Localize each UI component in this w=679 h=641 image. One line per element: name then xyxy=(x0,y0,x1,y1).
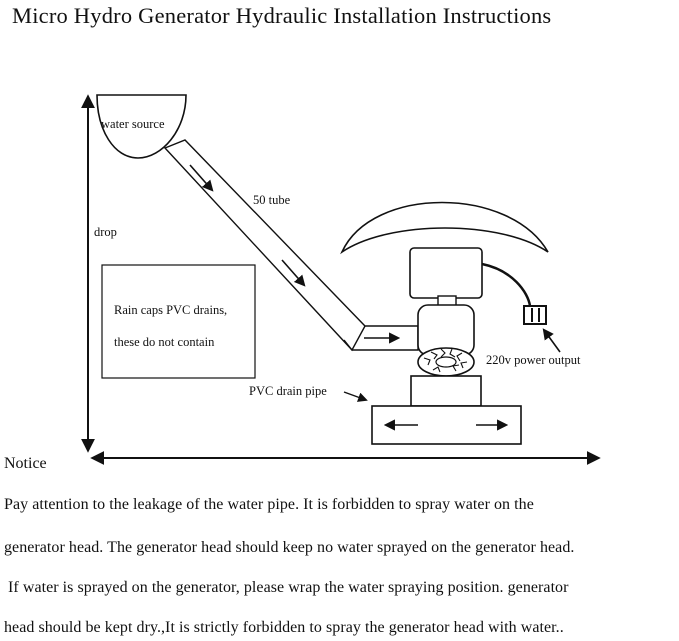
rain-caps-note-line-2: these do not contain xyxy=(114,335,215,349)
notice-line-1: Pay attention to the leakage of the wate… xyxy=(4,496,534,513)
flow-arrow-1 xyxy=(189,164,214,192)
drain-pipe-label: PVC drain pipe xyxy=(249,384,327,398)
power-plug xyxy=(523,305,547,325)
tube-pipe-end xyxy=(343,325,366,352)
rain-caps-note-line-1: Rain caps PVC drains, xyxy=(114,303,228,317)
flow-arrow-2 xyxy=(281,259,306,287)
rain-cap xyxy=(340,201,549,255)
rain-caps-note-box xyxy=(101,264,256,379)
water-source-bowl xyxy=(96,94,187,159)
power-cord xyxy=(481,262,532,307)
power-output-pointer xyxy=(542,328,561,353)
page-title: Micro Hydro Generator Hydraulic Installa… xyxy=(12,3,552,28)
power-output-label: 220v power output xyxy=(486,353,581,367)
drain-pipe-pointer xyxy=(343,391,368,402)
notice-heading: Notice xyxy=(4,455,47,472)
pvc-drain-pipe-box xyxy=(410,375,482,407)
generator-head xyxy=(409,247,483,299)
notice-line-4: head should be kept dry.,It is strictly … xyxy=(4,619,564,636)
notice-line-2: generator head. The generator head shoul… xyxy=(4,539,575,556)
water-source-label: water source xyxy=(101,117,165,131)
drop-label: drop xyxy=(94,225,117,239)
notice-line-3: If water is sprayed on the generator, pl… xyxy=(4,579,569,596)
tube-label: 50 tube xyxy=(253,193,291,207)
